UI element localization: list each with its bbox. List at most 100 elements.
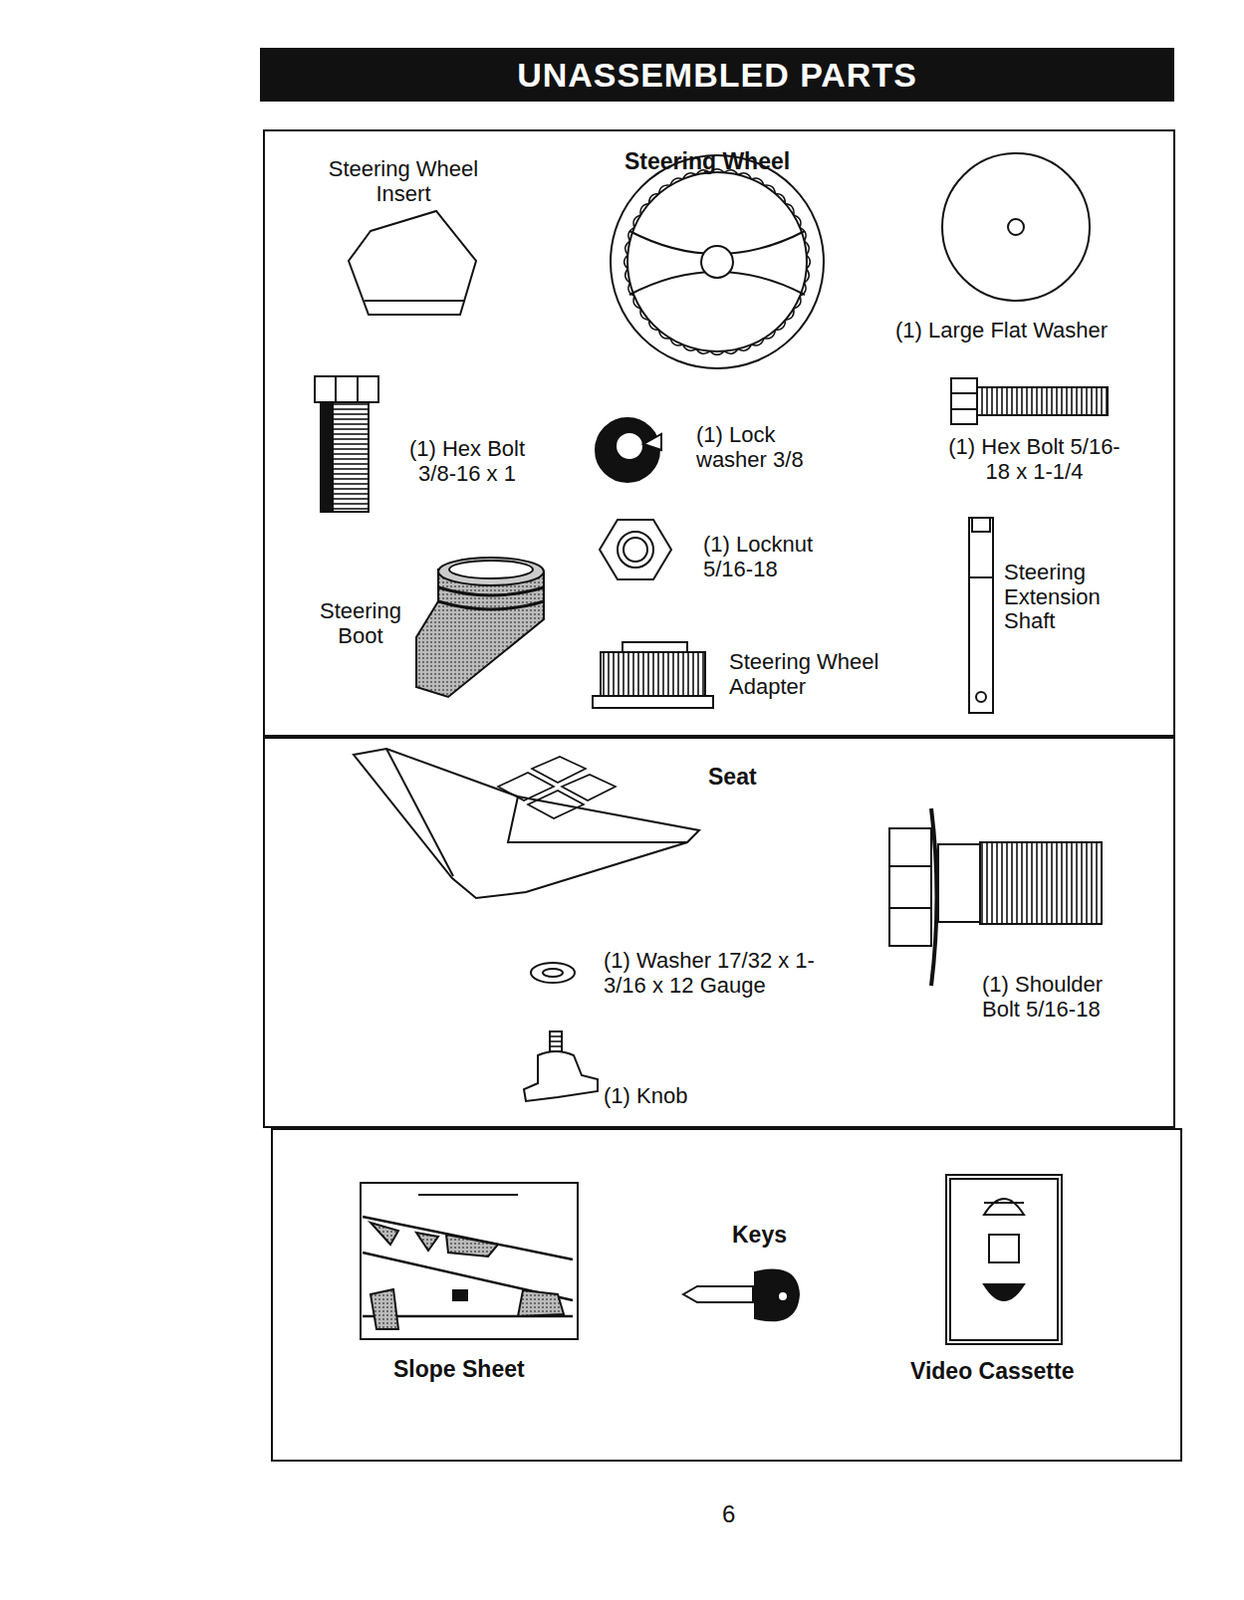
part-label: (1) Hex Bolt 5/16-18 x 1-1/4 — [942, 435, 1127, 485]
video-cassette — [984, 1202, 1024, 1205]
steering-wheel — [701, 246, 734, 278]
parts-panel: Slope SheetKeysVideo Cassette — [270, 1128, 1183, 1463]
seat — [531, 756, 586, 783]
steering-wheel — [625, 268, 631, 283]
steering-wheel — [763, 329, 775, 339]
steering-wheel — [627, 172, 807, 352]
steering-wheel — [649, 319, 660, 330]
part-label: Slope Sheet — [393, 1357, 525, 1384]
knob — [549, 1031, 562, 1054]
slope-sheet — [360, 1183, 578, 1340]
video-cassette — [989, 1235, 1019, 1263]
shoulder-bolt — [889, 828, 932, 947]
video-cassette — [984, 1199, 1024, 1216]
part-label: Steering Boot — [310, 599, 411, 649]
hex-bolt — [334, 376, 337, 403]
hex-bolt — [332, 402, 369, 512]
flat-washer — [1007, 219, 1024, 236]
extension-shaft — [969, 517, 994, 714]
steering-wheel — [804, 268, 810, 283]
part-label: (1) Shoulder Bolt 5/16-18 — [982, 973, 1132, 1022]
parts-illustration — [314, 153, 1108, 1345]
steering-wheel — [610, 155, 824, 369]
title-band: UNASSEMBLED PARTS — [259, 47, 1175, 102]
key — [683, 1286, 753, 1303]
parts-panel: Steering Wheel InsertSteering Wheel(1) L… — [262, 129, 1176, 738]
steering-boot — [438, 587, 544, 610]
part-label: Steering Wheel Adapter — [729, 650, 919, 700]
lock-washer — [643, 434, 662, 451]
slope-sheet — [418, 1194, 518, 1197]
hex-bolt — [951, 378, 978, 425]
steering-wheel — [659, 329, 671, 339]
washer — [530, 963, 575, 984]
lock-washer — [595, 418, 660, 483]
locknut — [623, 537, 648, 562]
part-label: (1) Washer 17/32 x 1-3/16 x 12 Gauge — [603, 949, 818, 998]
part-label: Seat — [708, 764, 757, 791]
steering-boot — [416, 557, 544, 698]
steering-wheel — [750, 338, 764, 346]
hex-bolt — [314, 376, 379, 403]
locknut — [617, 531, 654, 568]
wheel-insert — [348, 211, 477, 315]
steering-wheel — [628, 282, 635, 296]
part-label: (1) Lock washer 3/8 — [696, 423, 816, 473]
slope-sheet — [370, 1289, 564, 1330]
wheel-insert — [364, 299, 465, 302]
slope-sheet — [370, 1223, 498, 1257]
wheel-adapter — [600, 652, 706, 697]
slope-sheet — [453, 1290, 468, 1301]
steering-wheel — [784, 308, 794, 320]
hex-bolt — [951, 392, 978, 395]
hex-bolt — [951, 408, 978, 411]
steering-wheel — [774, 319, 785, 330]
steering-wheel — [774, 194, 785, 205]
key — [754, 1270, 799, 1322]
wheel-adapter — [592, 642, 714, 709]
part-label: (1) Locknut 5/16-18 — [703, 532, 823, 582]
seat — [353, 748, 700, 899]
shoulder-bolt — [938, 844, 981, 923]
extension-shaft — [969, 576, 994, 579]
slope-sheet — [360, 1183, 578, 1340]
shoulder-bolt — [931, 808, 938, 987]
steering-wheel — [610, 155, 824, 369]
part-label: Keys — [732, 1223, 787, 1249]
steering-wheel — [738, 344, 751, 351]
part-label: (1) Large Flat Washer — [895, 318, 1108, 344]
seat — [386, 748, 688, 877]
steering-wheel — [724, 349, 739, 355]
flat-washer — [942, 153, 1090, 301]
wheel-adapter — [622, 642, 688, 653]
video-cassette — [984, 1284, 1024, 1301]
steering-wheel — [633, 295, 641, 309]
lock-washer — [595, 418, 662, 483]
washer — [530, 963, 575, 984]
knob — [523, 1051, 598, 1102]
steering-wheel — [670, 178, 684, 186]
steering-wheel — [793, 215, 801, 229]
hex-bolt — [314, 376, 379, 512]
locknut — [599, 519, 672, 580]
steering-wheel — [625, 241, 631, 255]
hex-bolt — [951, 378, 1108, 425]
hex-bolt — [977, 387, 1108, 416]
video-cassette — [950, 1179, 1058, 1341]
steering-wheel — [628, 228, 635, 242]
page-number: 6 — [722, 1501, 736, 1529]
video-cassette — [946, 1175, 1062, 1345]
key — [777, 1291, 788, 1302]
locknut — [599, 519, 672, 580]
flat-washer — [942, 153, 1090, 301]
lock-washer — [615, 432, 644, 461]
part-label: (1) Hex Bolt 3/8-16 x 1 — [392, 437, 542, 487]
shoulder-bolt — [980, 842, 1102, 925]
steering-wheel — [784, 204, 794, 216]
extension-shaft — [972, 517, 991, 532]
steering-boot — [438, 557, 544, 586]
steering-wheel — [659, 185, 671, 195]
steering-wheel — [710, 351, 725, 356]
steering-wheel — [763, 185, 775, 195]
key — [683, 1270, 799, 1322]
